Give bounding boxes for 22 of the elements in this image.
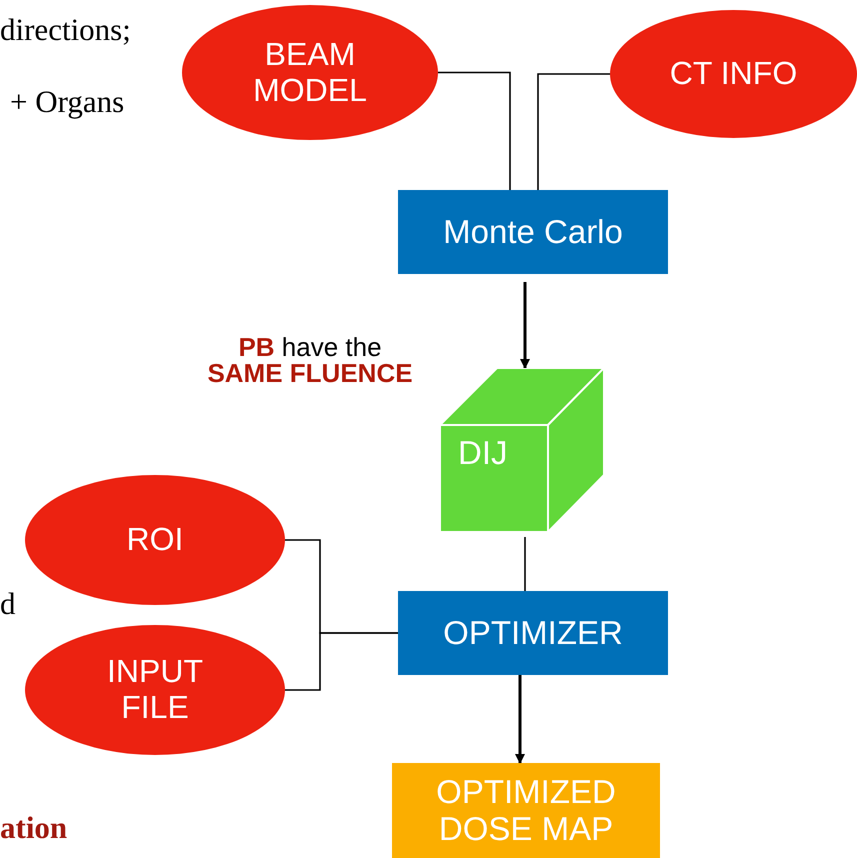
node-label: CT INFO	[670, 56, 798, 92]
output-box	[392, 763, 660, 858]
connector-line	[537, 73, 610, 190]
text-fragment: directions;	[0, 14, 131, 45]
node-label: OPTIMIZER	[443, 614, 623, 652]
arrow	[515, 675, 525, 764]
text-fragment: ation	[0, 812, 68, 843]
connector-line	[285, 632, 398, 691]
process-box	[398, 591, 668, 675]
node-label: Monte Carlo	[443, 214, 623, 250]
node-label: DIJ	[458, 436, 508, 469]
process-box	[398, 190, 668, 274]
text-fragment: d	[0, 588, 16, 619]
arrow	[520, 282, 530, 369]
node-label: ROI	[126, 522, 184, 558]
connector-line	[524, 537, 526, 591]
text-fragment: + Organs	[10, 86, 124, 117]
node-label: BEAM MODEL	[252, 36, 368, 108]
annotation-text: PB have the SAME FLUENCE	[206, 334, 414, 386]
node-label: OPTIMIZED DOSE MAP	[435, 774, 617, 848]
connector-line	[438, 72, 511, 190]
node-label: INPUT FILE	[106, 654, 204, 726]
